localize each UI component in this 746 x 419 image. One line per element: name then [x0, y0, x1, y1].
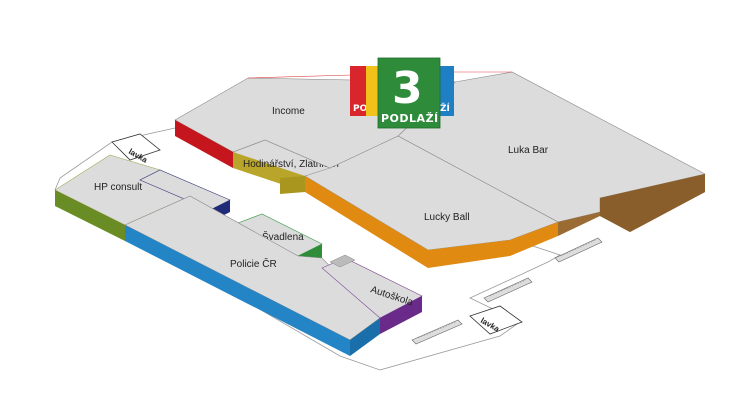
- escalator-1: [411, 319, 463, 345]
- unit-label: Švadlena: [262, 230, 304, 243]
- floor-tab-active-green[interactable]: 3 PODLAŽÍ: [377, 57, 441, 129]
- floor-tab-text: PO: [353, 104, 368, 114]
- unit-label: HP consult: [94, 182, 142, 193]
- bench-area-right: lavka: [469, 305, 523, 335]
- floor-tab-red[interactable]: PO: [350, 66, 370, 116]
- unit-label: Luka Bar: [508, 145, 549, 156]
- floor-tab-yellow[interactable]: [366, 66, 380, 116]
- unit-label: Income: [272, 106, 305, 117]
- unit-label: Policie ČR: [230, 257, 277, 270]
- unit-label: Lucky Ball: [424, 212, 470, 223]
- escalator-2: [483, 277, 533, 303]
- unit-luka-bar[interactable]: Luka Bar: [397, 71, 706, 236]
- floor-tab-blue[interactable]: ŽÍ: [438, 66, 454, 116]
- unit-label: Hodinářství, Zlatnictví: [243, 159, 339, 170]
- floor-number: 3: [392, 63, 423, 114]
- unit-autoskola[interactable]: Autoškola: [321, 254, 423, 334]
- unit-hodinarstvi[interactable]: Hodinářství, Zlatnictví: [232, 139, 339, 194]
- floor-tab-text: ŽÍ: [440, 102, 451, 114]
- floor-badge[interactable]: PO ŽÍ 3 PODLAŽÍ: [350, 57, 454, 129]
- unit-policie[interactable]: Policie ČR: [124, 195, 381, 356]
- escalator-3: [554, 237, 603, 263]
- floor-word: PODLAŽÍ: [381, 112, 439, 125]
